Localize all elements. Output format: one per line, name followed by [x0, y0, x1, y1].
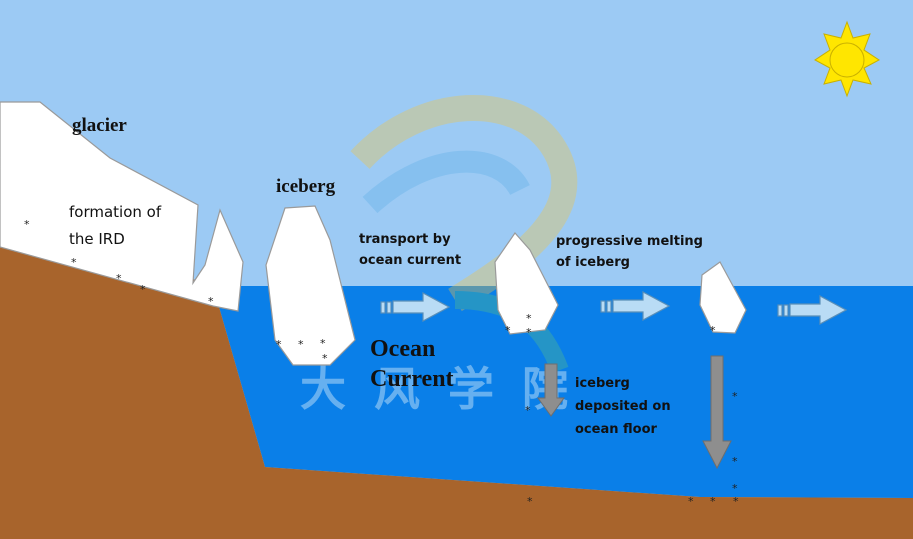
melting-label-line1: progressive melting — [556, 234, 703, 249]
formation-label-line2: the IRD — [69, 230, 125, 248]
ird-star: * — [527, 495, 533, 508]
current-arrow-3 — [777, 294, 848, 326]
ird-star: * — [505, 324, 511, 337]
ird-star: * — [526, 312, 532, 325]
ird-star: * — [733, 495, 739, 508]
iceberg-small — [699, 261, 747, 334]
transport-label-line2: ocean current — [359, 253, 461, 268]
iceberg-label: iceberg — [276, 176, 336, 197]
watermark-text: 大风学院 — [300, 362, 596, 416]
transport-label-line1: transport by — [359, 232, 451, 247]
ocean — [213, 286, 913, 498]
ird-star: * — [322, 352, 328, 365]
melting-label-line2: of iceberg — [556, 255, 630, 270]
ground — [0, 213, 913, 539]
glacier-label: glacier — [72, 115, 127, 136]
ocean-current-label-line1: Ocean — [370, 336, 435, 362]
iceberg-melting — [494, 232, 559, 335]
deposit-arrow-2 — [702, 355, 732, 470]
ird-star: * — [24, 218, 30, 231]
current-arrow-1 — [380, 291, 451, 323]
ird-star: * — [688, 495, 694, 508]
ird-star: * — [140, 283, 146, 296]
ird-star: * — [208, 295, 214, 308]
ird-star: * — [732, 455, 738, 468]
iceberg-large — [265, 205, 356, 366]
ird-star: * — [732, 390, 738, 403]
sun-icon — [814, 20, 880, 98]
ird-star: * — [320, 337, 326, 350]
ird-star: * — [298, 338, 304, 351]
glacier — [0, 101, 244, 312]
ird-star: * — [71, 256, 77, 269]
current-arrow-2 — [600, 290, 671, 322]
ird-star: * — [276, 338, 282, 351]
deposited-label-line2: deposited on — [575, 399, 671, 414]
ird-star: * — [710, 324, 716, 337]
ird-star: * — [732, 482, 738, 495]
deposited-label-line3: ocean floor — [575, 422, 658, 437]
ird-star: * — [525, 404, 531, 417]
ird-star: * — [526, 326, 532, 339]
ird-star: * — [710, 495, 716, 508]
deposit-arrow-1 — [537, 363, 565, 417]
ird-star: * — [116, 272, 122, 285]
formation-label-line1: formation of — [69, 203, 162, 221]
deposited-label-line1: iceberg — [575, 376, 630, 391]
ird-stars: * * * * * * * * * * * * * * * * * * * * … — [24, 218, 739, 508]
ocean-current-label-line2: Current — [370, 366, 454, 392]
